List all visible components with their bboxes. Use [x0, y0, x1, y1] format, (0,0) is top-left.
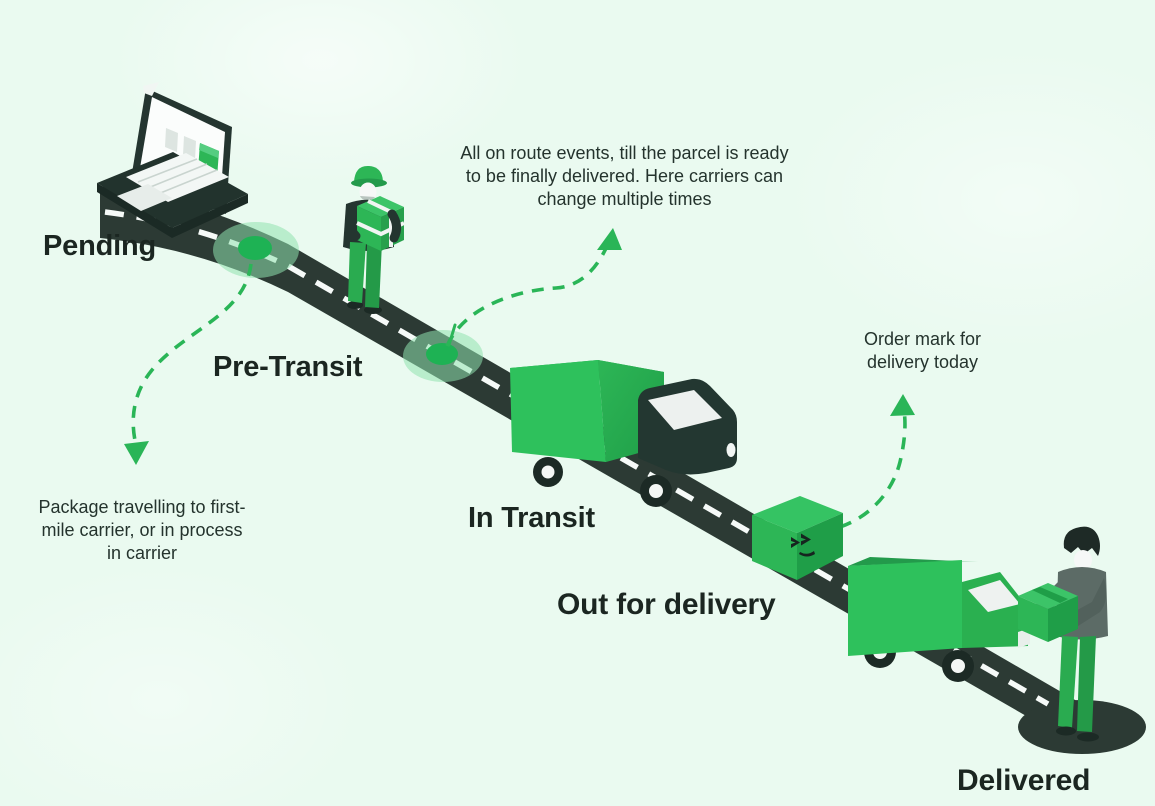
recipient-illustration — [1018, 526, 1108, 742]
laptop-illustration — [97, 82, 248, 238]
delivery-van-illustration — [848, 557, 1030, 682]
arrow-to-outfordelivery-note — [839, 394, 915, 529]
stage-label-out-for-delivery: Out for delivery — [557, 588, 776, 621]
cargo-truck-illustration — [510, 360, 737, 507]
brand-logo-icon — [791, 533, 815, 557]
stage-label-pre-transit: Pre-Transit — [213, 351, 363, 383]
checkpoint-marker-pending — [213, 222, 299, 278]
checkpoint-marker-pretransit — [403, 323, 483, 382]
road-center-dashes — [104, 209, 1050, 707]
stage-label-in-transit: In Transit — [468, 502, 595, 534]
package-cube-illustration — [752, 496, 843, 580]
arrow-to-intransit-note — [445, 228, 622, 347]
annotation-in-transit: All on route events, till the parcel is … — [460, 143, 789, 210]
annotation-out-for-delivery: Order mark for delivery today — [863, 329, 982, 373]
worker-illustration — [343, 165, 405, 314]
stage-label-delivered: Delivered — [957, 764, 1091, 797]
stage-label-pending: Pending — [43, 230, 156, 262]
annotation-pending: Package travelling to first-mile carrier… — [38, 497, 246, 564]
arrow-to-pending-note — [124, 263, 253, 465]
